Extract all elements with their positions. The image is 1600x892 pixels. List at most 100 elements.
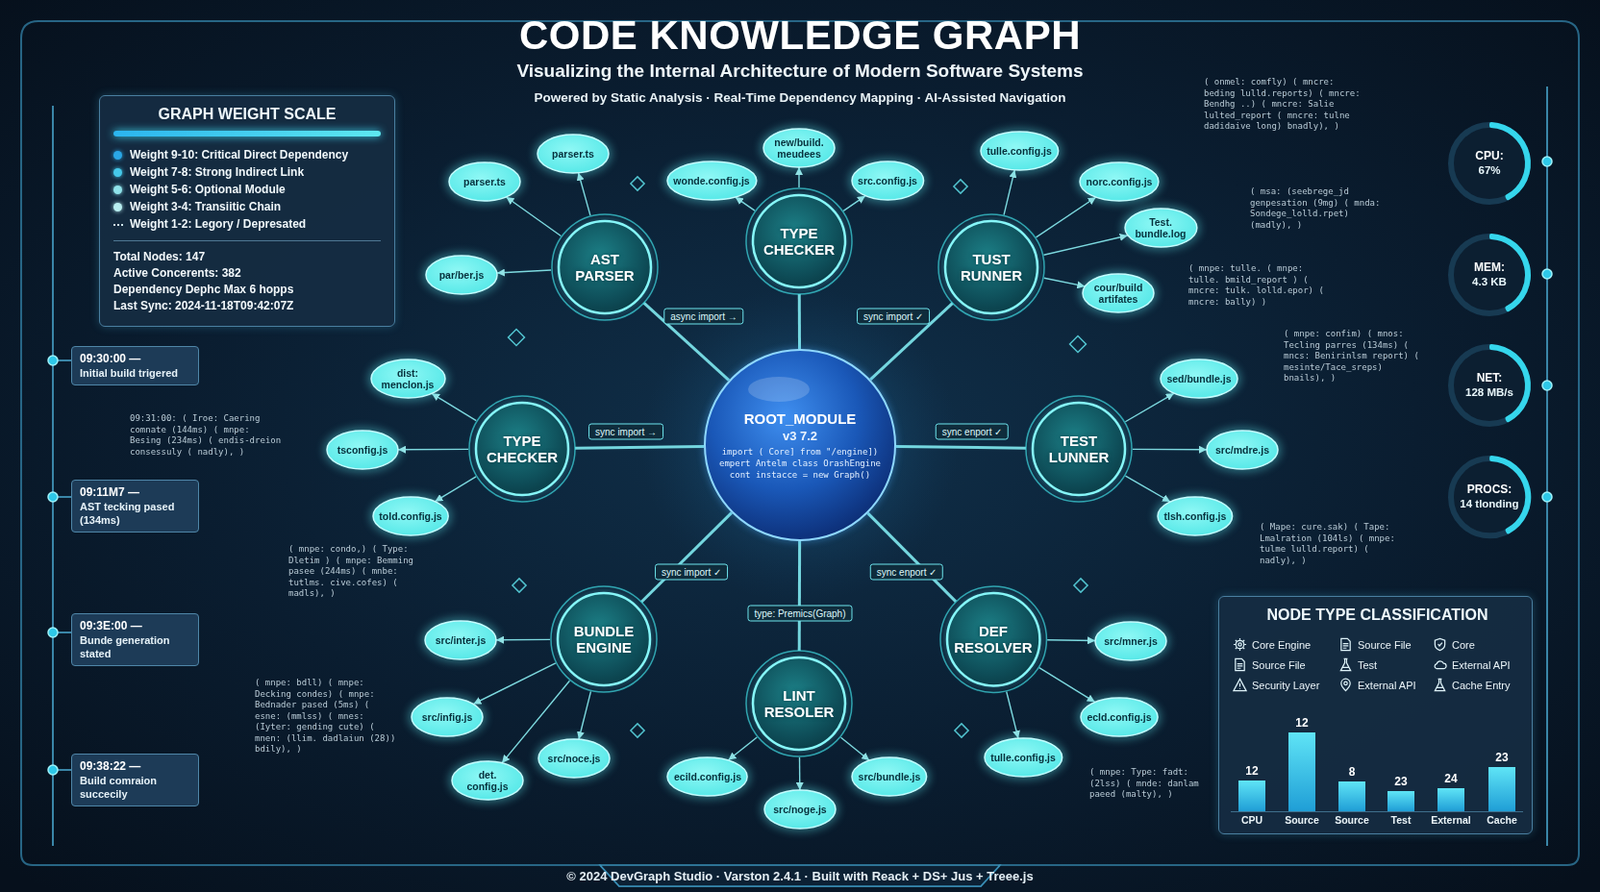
legend-item: Weight 5-6: Optional Module <box>113 180 381 199</box>
legend-icon <box>1432 657 1448 673</box>
hub-label: TYPE CHECKER <box>486 432 558 467</box>
legend-text: Core Engine <box>1251 639 1311 651</box>
stat-line: Last Sync: 2024-11-18T09:42:07Z <box>113 298 381 315</box>
node-content: src/noge.js <box>773 803 826 816</box>
node-content: dist: menclon.js <box>381 367 435 391</box>
node-content: 09:30:00 —Initial build trigered <box>79 351 191 380</box>
bar-value: 12 <box>1295 716 1308 730</box>
file-ellipse: tulle.config.js <box>983 737 1064 778</box>
gauge-outline <box>1447 343 1532 428</box>
panel-heading: GRAPH WEIGHT SCALE <box>113 105 381 124</box>
bar-category: Source <box>1334 814 1370 826</box>
import-link <box>798 294 801 350</box>
legend-text: External API <box>1357 679 1417 692</box>
legend-text: Weight 5-6: Optional Module <box>129 182 286 197</box>
right-rail <box>1546 86 1549 847</box>
gauge-label: NET: <box>1476 371 1503 386</box>
legend-line-sample <box>113 220 125 229</box>
code-snippet: ( mnpe: bdll) ( mnpe: Decking condes) ( … <box>254 677 400 756</box>
hub-circle: BUNDLE ENGINE <box>550 585 658 694</box>
bar-category: Test <box>1391 814 1412 826</box>
legend-item: Weight 1-2: Legory / Depresated <box>113 215 381 233</box>
code-snippet: ( mnpe: confim) ( mnos: Tecling parres (… <box>1283 328 1428 385</box>
file-name: det. config.js <box>466 769 508 793</box>
decor-diamonds <box>508 176 1089 738</box>
legend-text: Source File <box>1251 659 1306 672</box>
legend-item: Cache Entry <box>1432 677 1522 693</box>
module-name: ROOT_MODULE <box>744 410 857 427</box>
node-content: tulle.config.js <box>986 145 1052 157</box>
file-name: tsconfig.js <box>337 444 389 456</box>
file-name: src/mdre.js <box>1215 444 1270 456</box>
file-name: src/noge.js <box>773 803 826 816</box>
code-line: import ( Core] from "/engine]) <box>722 446 879 458</box>
timestamp: 09:11M7 — <box>79 485 140 500</box>
hub-label: LINT RESOLER <box>764 687 835 722</box>
legend-text: External API <box>1451 659 1511 672</box>
bar-category: Cache <box>1486 814 1518 826</box>
version-text: v3 7.2 <box>782 428 818 444</box>
node-content: MEM:4.3 KB <box>1472 260 1507 290</box>
legend-item: Weight 7-8: Strong Indirect Link <box>113 163 381 181</box>
gauge-value: 14 tlonding <box>1459 497 1519 512</box>
hub-label: TYPE CHECKER <box>763 225 835 259</box>
hub-label: TEST LUNNER <box>1049 432 1109 467</box>
legend-swatch <box>113 168 123 177</box>
gauge-dial: CPU:67% <box>1447 121 1532 206</box>
dependency-arrow <box>434 476 476 502</box>
stat-line: Dependency Dephc Max 6 hopps <box>113 281 381 299</box>
right-rail-dots <box>1542 156 1552 502</box>
node-content: TEST LUNNER <box>1049 432 1109 467</box>
dependency-arrow <box>1044 235 1128 255</box>
file-ellipse: new/build. meudees <box>762 127 836 169</box>
timeline-box: 09:30:00 —Initial build trigered <box>71 346 200 386</box>
dependency-arrow <box>496 639 550 642</box>
file-ellipse: src/mner.js <box>1094 621 1168 662</box>
dependency-arrow <box>1003 170 1015 216</box>
node-content: NODE TYPE CLASSIFICATIONCore EngineSourc… <box>1232 606 1523 693</box>
file-name: tulle.config.js <box>990 751 1056 764</box>
dependency-arrow <box>497 270 551 274</box>
node-content: new/build. meudees <box>774 136 824 160</box>
file-name: tulle.config.js <box>986 145 1052 157</box>
timeline <box>52 105 72 847</box>
glow-bar <box>113 130 381 137</box>
legend-text: Test <box>1357 659 1377 672</box>
tagline: Powered by Static Analysis · Real-Time D… <box>533 90 1066 105</box>
dependency-arrow <box>1125 393 1174 422</box>
gauge-dial: MEM:4.3 KB <box>1447 232 1532 318</box>
bar-category: External <box>1430 814 1471 826</box>
legend-text: Weight 9-10: Critical Direct Dependency <box>129 148 349 162</box>
node-content: ecild.config.js <box>674 771 742 783</box>
file-name: src/mner.js <box>1103 635 1157 648</box>
file-ellipse: par/ber.js <box>425 254 499 296</box>
file-ellipse: src.config.js <box>850 160 925 201</box>
edge-label: sync import → <box>588 424 664 441</box>
footer: © 2024 DevGraph Studio · Varston 2.4.1 ·… <box>566 869 1033 884</box>
file-ellipse: src/inter.js <box>424 620 498 661</box>
edge-label: sync import ✓ <box>856 308 930 325</box>
legend-icon <box>1232 657 1248 673</box>
dependency-arrow <box>578 173 591 216</box>
title: CODE KNOWLEDGE GRAPH <box>519 12 1081 59</box>
hub-label: AST PARSER <box>575 250 634 285</box>
node-content: par/ber.js <box>439 269 485 281</box>
node-content: NET:128 MB/s <box>1465 371 1514 400</box>
file-name: parser.ts <box>551 148 595 160</box>
gauge-label: PROCS: <box>1467 482 1513 498</box>
node-content: TYPE CHECKER <box>763 225 835 259</box>
node-content: wonde.config.js <box>673 175 750 187</box>
stat-line: Active Concerents: 382 <box>113 265 381 282</box>
timestamp: 09:38:22 — <box>79 759 141 775</box>
timeline-box: 09:11M7 —AST tecking pased (134ms) <box>71 479 200 533</box>
legend-item: Core Engine <box>1232 637 1339 652</box>
bar <box>1387 791 1415 812</box>
node-content: Test. bundle.log <box>1134 216 1186 240</box>
event-text: AST tecking pased (134ms) <box>79 500 191 527</box>
node-content: told.config.js <box>378 510 442 523</box>
legend-item: Core <box>1432 637 1522 652</box>
file-name: src/noce.js <box>548 752 601 765</box>
legend-swatch <box>113 150 123 160</box>
